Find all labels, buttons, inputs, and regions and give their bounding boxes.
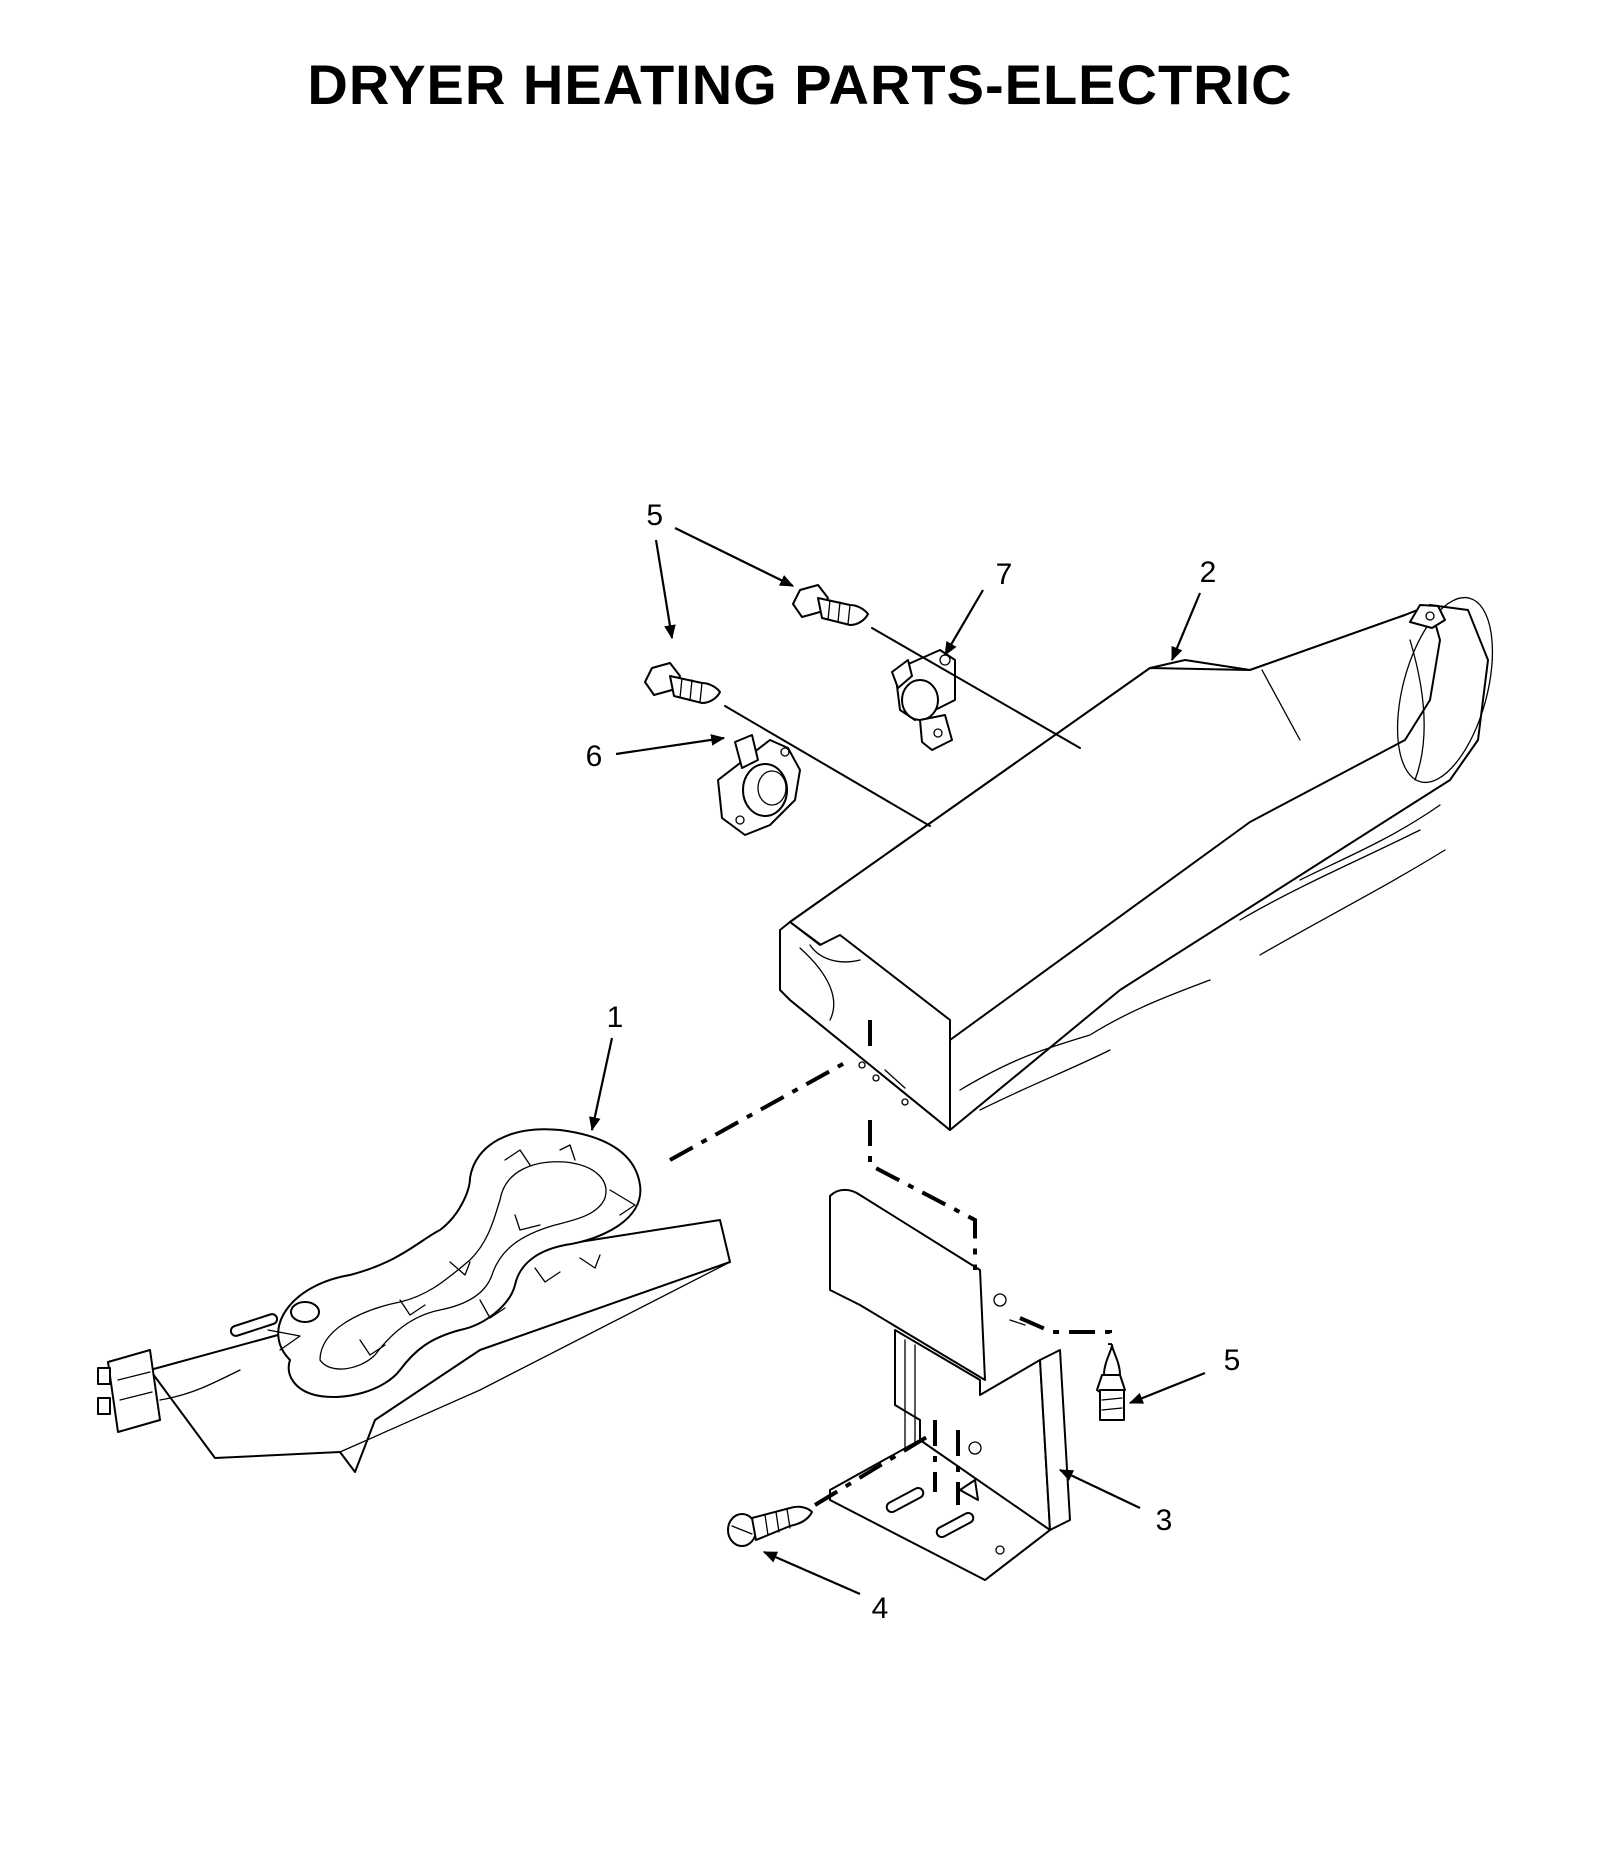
callout-2: 2: [1200, 556, 1217, 589]
screw-top-right: [792, 584, 869, 626]
page-title: DRYER HEATING PARTS-ELECTRIC: [307, 53, 1293, 116]
mounting-bracket: [829, 1188, 1071, 1581]
screw-bracket-right: [1096, 1344, 1126, 1421]
callout-3: 3: [1156, 1504, 1173, 1537]
heater-housing: [779, 596, 1494, 1131]
callout-7: 7: [996, 558, 1013, 591]
heating-element: [97, 1128, 731, 1473]
thermostat-round: [717, 734, 801, 836]
thermal-cutoff: [891, 649, 956, 751]
callout-4: 4: [872, 1592, 889, 1625]
callout-5-top-left: 5: [646, 499, 663, 532]
screw-top-left: [644, 662, 721, 704]
callout-5-bracket: 5: [1224, 1344, 1241, 1377]
callout-arrows: [589, 527, 1206, 1596]
assembly-lines: [669, 627, 1112, 1507]
callout-1: 1: [607, 1001, 624, 1034]
callout-6: 6: [586, 740, 603, 773]
screw-bracket-left: [727, 1505, 813, 1547]
